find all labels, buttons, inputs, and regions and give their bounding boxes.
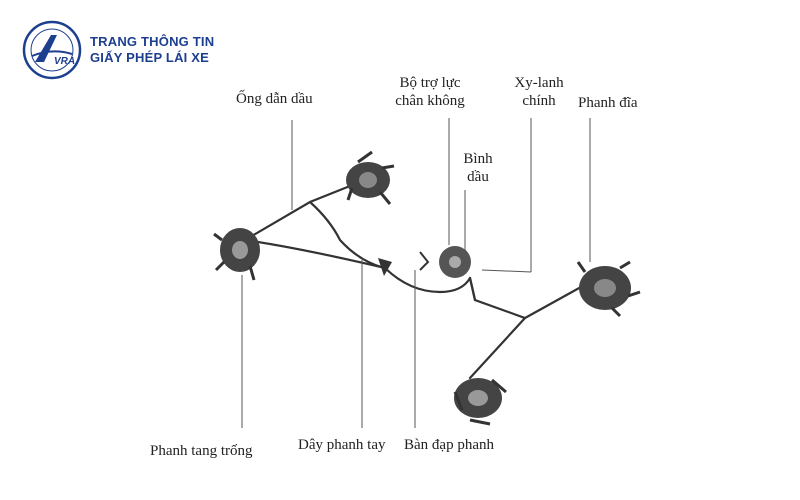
- label-brake-pedal: Bàn đạp phanh: [404, 437, 494, 453]
- leader-lines: [241, 118, 591, 428]
- vra-logo: VRA: [22, 20, 82, 80]
- rear-right-wheel: [453, 378, 507, 426]
- label-vacuum-booster-line1: Bộ trợ lực: [399, 75, 461, 91]
- vacuum-booster-unit: [439, 246, 471, 278]
- label-vacuum-booster: Bộ trợ lực chân không: [380, 74, 480, 110]
- front-left-wheel: [346, 150, 395, 205]
- label-master-cylinder-line2: chính: [522, 93, 556, 109]
- brake-pipes: [243, 178, 592, 380]
- label-reservoir: Bình dầu: [452, 150, 504, 186]
- brand-title-line2: GIẤY PHÉP LÁI XE: [90, 50, 210, 65]
- label-drum-brake: Phanh tang trống: [150, 443, 253, 459]
- disc-brake-wheel: [576, 260, 641, 318]
- logo-text: VRA: [54, 56, 75, 67]
- label-disc-brake: Phanh đĩa: [578, 95, 638, 111]
- label-vacuum-booster-line2: chân không: [395, 93, 465, 109]
- label-master-cylinder-line1: Xy-lanh: [514, 75, 564, 91]
- label-oil-pipe: Ống dẫn dầu: [236, 91, 313, 107]
- brake-pedal-unit: [378, 251, 430, 276]
- label-master-cylinder: Xy-lanh chính: [504, 74, 574, 110]
- label-reservoir-line1: Bình: [463, 151, 493, 167]
- drum-brake-wheel: [213, 228, 260, 281]
- brand-title-line1: TRANG THÔNG TIN: [90, 34, 215, 49]
- label-handbrake-cable: Dây phanh tay: [298, 437, 386, 453]
- label-reservoir-line2: dầu: [467, 169, 489, 185]
- site-header: VRA TRANG THÔNG TIN GIẤY PHÉP LÁI XE: [22, 18, 214, 82]
- brand-title: TRANG THÔNG TIN GIẤY PHÉP LÁI XE: [90, 34, 214, 66]
